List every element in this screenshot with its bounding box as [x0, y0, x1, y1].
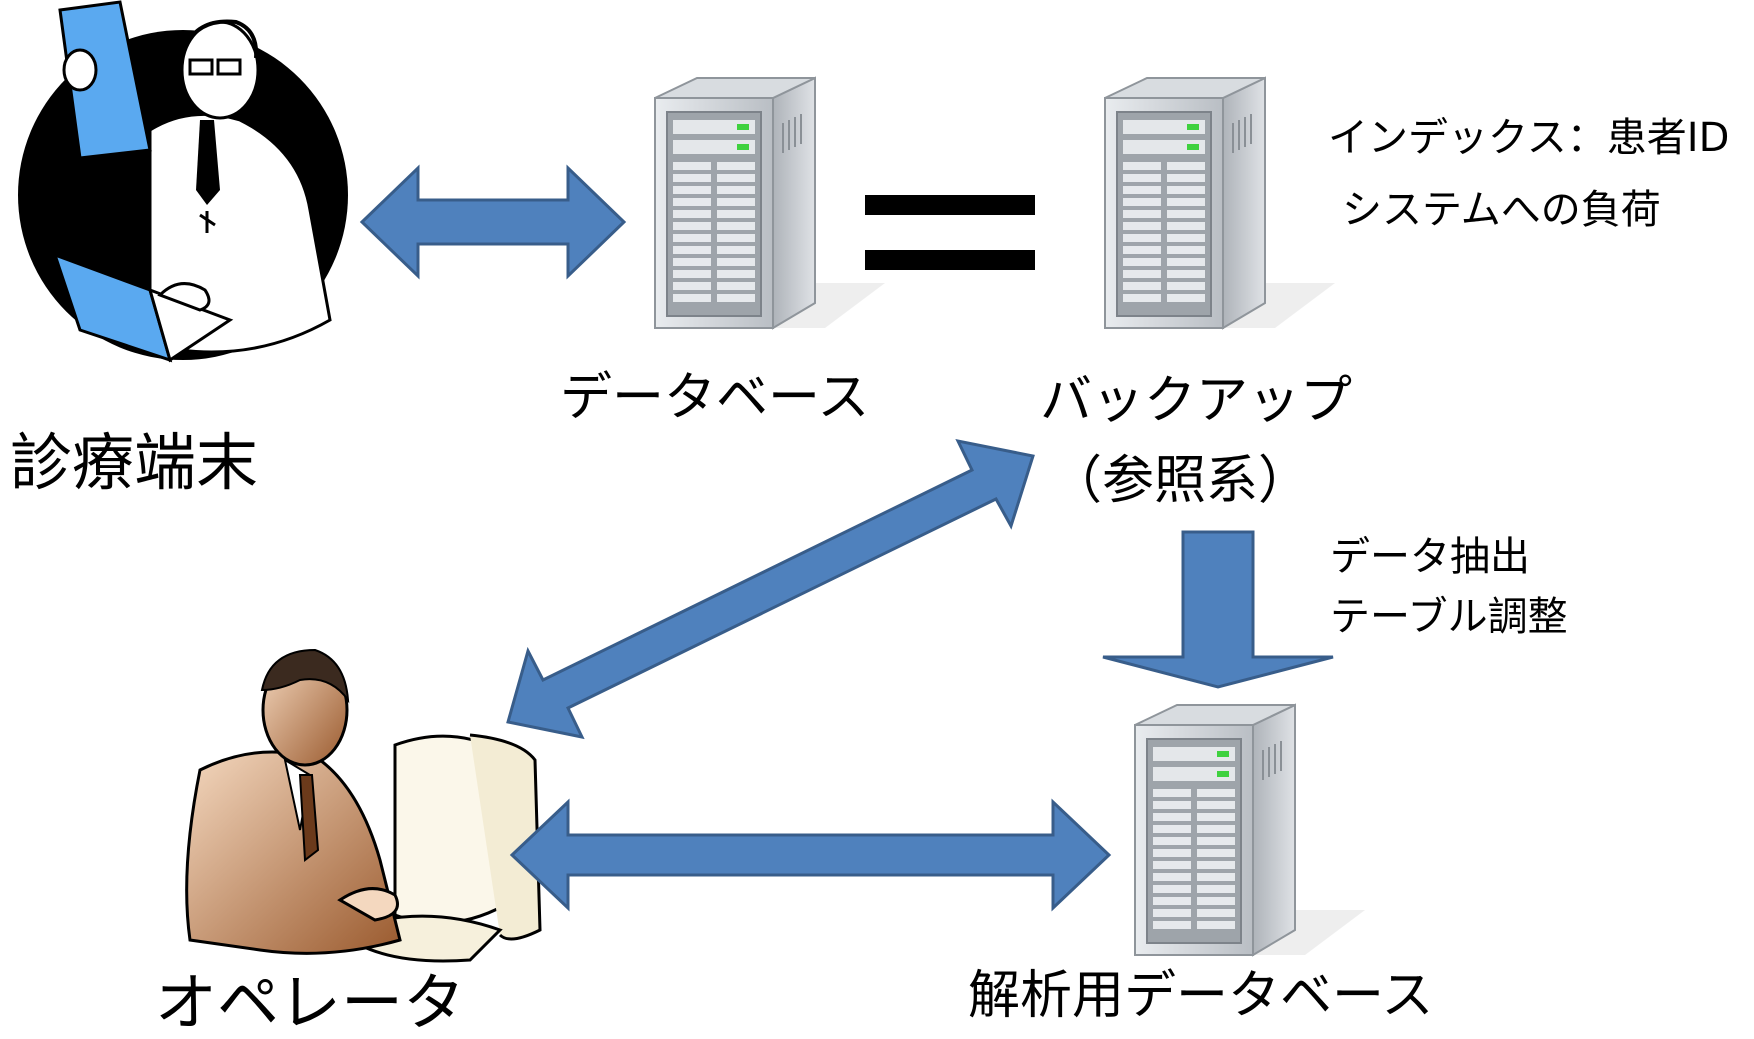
analysis-server-icon	[1134, 704, 1366, 956]
database-server-icon	[654, 77, 886, 329]
terminal-label: 診療端末	[10, 426, 259, 499]
arrow-operator-backup	[506, 438, 1035, 740]
operator-label: オペレータ	[155, 966, 466, 1039]
arrow-backup-analysis	[1102, 530, 1334, 689]
note-load: システムへの負荷	[1342, 187, 1661, 233]
database-label: データベース	[560, 368, 870, 428]
backup-server-icon	[1104, 77, 1336, 329]
note-adjust: テーブル調整	[1330, 594, 1568, 640]
arrow-terminal-database	[359, 164, 627, 280]
analysis-db-label: 解析用データベース	[968, 966, 1434, 1026]
note-extract: データ抽出	[1330, 534, 1530, 580]
backup-label: バックアップ	[1040, 371, 1353, 431]
operator-at-computer-icon	[185, 648, 542, 963]
doctor-at-laptop-icon	[18, 0, 348, 363]
backup-sublabel: （参照系）	[1050, 451, 1311, 511]
equals-sign	[865, 195, 1035, 270]
arrow-operator-analysis	[509, 798, 1112, 912]
note-index: インデックス：患者ID	[1328, 115, 1730, 161]
